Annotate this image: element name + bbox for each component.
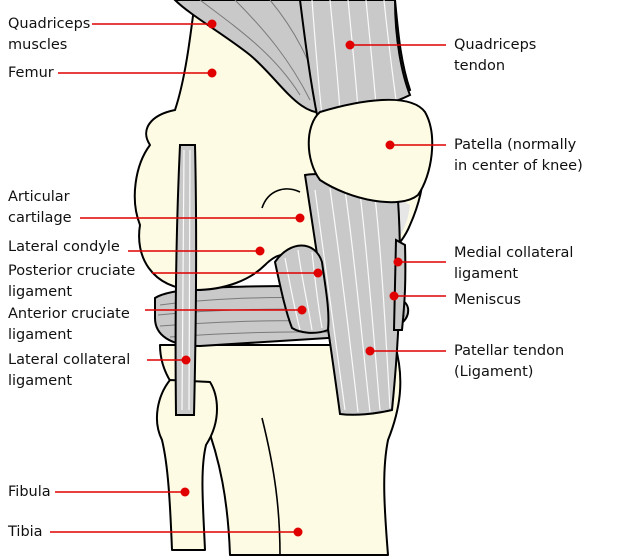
label-patellar-tendon: Patellar tendon (Ligament): [454, 343, 565, 380]
dot-lateral-collateral: [181, 355, 191, 365]
dot-patella: [385, 140, 395, 150]
label-quadriceps-tendon: Quadriceps tendon: [454, 37, 537, 74]
label-lateral-condyle: Lateral condyle: [8, 239, 120, 255]
dot-lateral-condyle: [255, 246, 265, 256]
dot-articular-cartilage: [295, 213, 305, 223]
label-quadriceps-muscles: Quadriceps muscles: [8, 16, 91, 53]
tibia-contour: [261, 417, 281, 556]
dot-medial-collateral: [393, 257, 403, 267]
dot-femur: [207, 68, 217, 78]
femur-notch: [261, 188, 301, 209]
label-femur: Femur: [8, 65, 54, 81]
dot-tibia: [293, 527, 303, 537]
label-patella: Patella (normally in center of knee): [454, 137, 583, 174]
dot-meniscus: [389, 291, 399, 301]
label-lateral-collateral: Lateral collateral ligament: [8, 352, 131, 389]
label-posterior-cruciate: Posterior cruciate ligament: [8, 263, 136, 300]
label-tibia: Tibia: [8, 524, 43, 540]
cruciate-ligaments: [273, 244, 330, 334]
dot-anterior-cruciate: [297, 305, 307, 315]
label-articular-cartilage: Articular cartilage: [8, 189, 72, 226]
fibula-shape: [155, 379, 218, 551]
medial-collateral-shape: [392, 238, 407, 331]
label-medial-collateral: Medial collateral ligament: [454, 245, 574, 282]
label-meniscus: Meniscus: [454, 292, 521, 308]
dot-quadriceps-muscles: [207, 19, 217, 29]
label-fibula: Fibula: [8, 484, 51, 500]
label-anterior-cruciate: Anterior cruciate ligament: [8, 306, 130, 343]
dot-quadriceps-tendon: [345, 40, 355, 50]
dot-patellar-tendon: [365, 346, 375, 356]
label-leaders: [50, 19, 446, 537]
lateral-collateral-shape: [174, 144, 198, 416]
patella-shape: [307, 98, 434, 204]
dot-fibula: [180, 487, 190, 497]
dot-posterior-cruciate: [313, 268, 323, 278]
